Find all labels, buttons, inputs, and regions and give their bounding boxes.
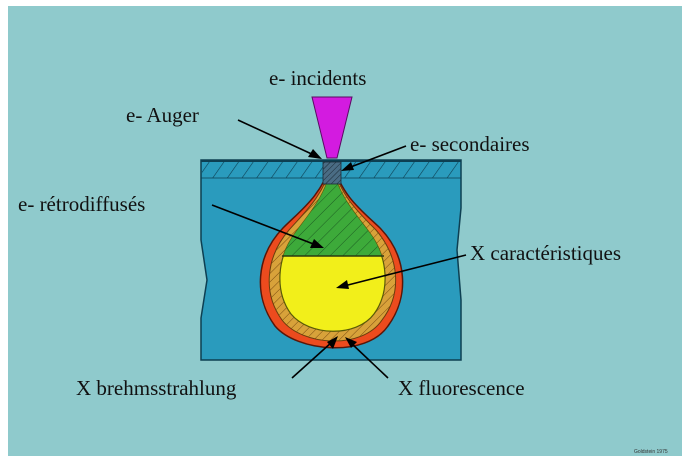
- label-brehmsstrahlung: X brehmsstrahlung: [76, 376, 237, 400]
- label-incidents: e- incidents: [269, 66, 366, 90]
- label-caracteristiques: X caractéristiques: [470, 241, 621, 265]
- secondary-electron-hatch: [323, 162, 341, 184]
- label-retrodiffuses: e- rétrodiffusés: [18, 192, 145, 216]
- credit: Goldstein 1975: [634, 449, 668, 455]
- label-auger: e- Auger: [126, 103, 199, 127]
- label-fluorescence: X fluorescence: [398, 376, 525, 400]
- label-secondaires: e- secondaires: [410, 132, 530, 156]
